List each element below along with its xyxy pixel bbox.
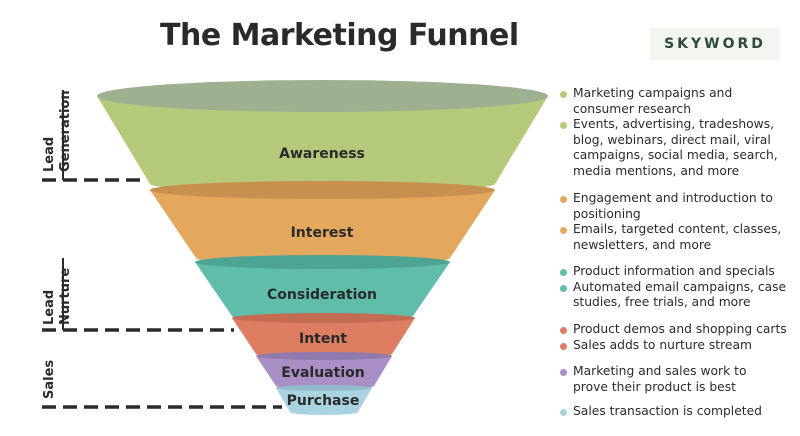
stage-consideration-top bbox=[195, 255, 450, 269]
stage-awareness-top bbox=[97, 80, 548, 112]
bullet-text: Engagement and introduction to positioni… bbox=[573, 191, 773, 221]
bullet-text: Events, advertising, tradeshows, blog, w… bbox=[573, 117, 778, 178]
bullets-interest: Engagement and introduction to positioni… bbox=[560, 191, 800, 253]
stage-intent-top bbox=[232, 313, 415, 323]
side-label-lead-generation: Lead Generation bbox=[42, 90, 74, 172]
stage-evaluation-label: Evaluation bbox=[281, 365, 364, 381]
stage-interest: Interest bbox=[150, 181, 495, 265]
stage-purchase-top bbox=[276, 385, 372, 391]
bullet-item: Events, advertising, tradeshows, blog, w… bbox=[560, 117, 800, 179]
bullet-dot bbox=[560, 284, 567, 292]
bullet-text: Marketing campaigns and consumer researc… bbox=[573, 86, 733, 116]
stage-purchase-body bbox=[276, 388, 372, 412]
bullet-item: Sales adds to nurture stream bbox=[560, 338, 800, 354]
stage-purchase-bottom bbox=[290, 409, 358, 415]
stage-awareness-body bbox=[97, 96, 548, 184]
side-label-sales: Sales bbox=[42, 360, 58, 399]
bullets-intent: Product demos and shopping carts Sales a… bbox=[560, 322, 800, 353]
bullet-text: Marketing and sales work to prove their … bbox=[573, 364, 747, 394]
brand-logo: SKYWORD bbox=[650, 28, 780, 60]
stage-evaluation-top bbox=[256, 352, 392, 360]
stage-intent: Intent bbox=[232, 313, 415, 358]
stage-consideration-body bbox=[195, 262, 450, 316]
bullet-item: Marketing campaigns and consumer researc… bbox=[560, 86, 800, 117]
bullets-purchase: Sales transaction is completed bbox=[560, 404, 800, 420]
bullet-dot bbox=[560, 196, 567, 203]
bullet-item: Sales transaction is completed bbox=[560, 404, 800, 420]
bullet-text: Product information and specials bbox=[573, 264, 775, 278]
bullet-dot bbox=[560, 122, 567, 129]
bullet-text: Sales adds to nurture stream bbox=[573, 337, 752, 352]
bullet-item: Marketing and sales work to prove their … bbox=[560, 364, 800, 395]
stage-interest-top bbox=[150, 181, 495, 199]
bullet-dot bbox=[560, 227, 567, 234]
side-label-lead-generation-line1: Lead bbox=[42, 136, 57, 172]
bullet-dot bbox=[560, 327, 567, 334]
side-label-sales-line1: Sales bbox=[42, 359, 57, 399]
stage-evaluation: Evaluation bbox=[256, 352, 392, 389]
bullet-item: Product information and specials bbox=[560, 264, 800, 280]
stage-interest-label: Interest bbox=[291, 225, 354, 241]
bullet-item: Product demos and shopping carts bbox=[560, 322, 800, 338]
stage-intent-body bbox=[232, 318, 415, 354]
stage-purchase: Purchase bbox=[276, 385, 372, 415]
bullet-dot bbox=[560, 269, 567, 276]
bullet-dot bbox=[560, 91, 567, 98]
stage-intent-label: Intent bbox=[299, 331, 347, 347]
bullet-text: Sales transaction is completed bbox=[573, 404, 762, 418]
stage-awareness: Awareness bbox=[97, 80, 548, 192]
stage-awareness-label: Awareness bbox=[279, 146, 365, 162]
bullet-text: Automated email campaigns, case studies,… bbox=[573, 279, 787, 310]
bullet-dot bbox=[560, 342, 567, 350]
bullets-awareness: Marketing campaigns and consumer researc… bbox=[560, 86, 800, 179]
stage-purchase-label: Purchase bbox=[287, 393, 360, 409]
bullet-dot bbox=[560, 369, 567, 376]
bullet-text: Emails, targeted content, classes, newsl… bbox=[573, 222, 782, 252]
stage-consideration: Consideration bbox=[195, 255, 450, 321]
bullet-item: Emails, targeted content, classes, newsl… bbox=[560, 222, 800, 253]
stage-evaluation-body bbox=[256, 356, 392, 386]
bullet-item: Automated email campaigns, case studies,… bbox=[560, 280, 800, 311]
side-label-lead-nurture-line2: Nurture bbox=[58, 267, 73, 325]
bullets-evaluation: Marketing and sales work to prove their … bbox=[560, 364, 800, 395]
side-label-lead-nurture: Lead Nurture bbox=[42, 268, 74, 325]
bullet-item: Engagement and introduction to positioni… bbox=[560, 191, 800, 222]
bullet-dot bbox=[560, 409, 567, 416]
bullets-consideration: Product information and specials Automat… bbox=[560, 264, 800, 311]
side-label-lead-generation-line2: Generation bbox=[58, 90, 73, 172]
page-title: The Marketing Funnel bbox=[160, 18, 519, 53]
bullet-text: Product demos and shopping carts bbox=[573, 322, 787, 336]
side-label-lead-nurture-line1: Lead bbox=[42, 289, 57, 325]
stage-consideration-label: Consideration bbox=[267, 287, 377, 303]
stage-interest-body bbox=[150, 190, 495, 258]
